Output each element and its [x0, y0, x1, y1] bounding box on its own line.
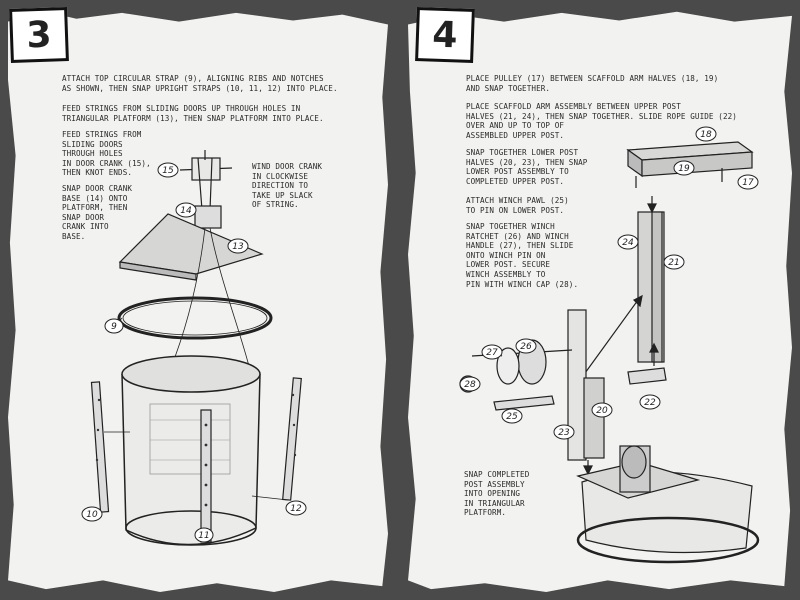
callout-14-circle: [175, 202, 197, 218]
callout-23: 23: [558, 428, 570, 438]
callout-10-circle: [81, 506, 103, 522]
callout-14: 14: [180, 206, 192, 216]
instruction-scaffold-arm: PLACE SCAFFOLD ARM ASSEMBLY BETWEEN UPPE…: [466, 102, 737, 140]
instruction-winch-ratchet: SNAP TOGETHER WINCH RATCHET (26) AND WIN…: [466, 222, 579, 289]
callout-10: 10: [86, 510, 98, 520]
callout-28: 28: [464, 380, 476, 390]
post-winch-illustration: 18 19 17 24 21 22 27 26 28 25 20 23: [459, 126, 760, 564]
callout-15: 15: [162, 166, 174, 176]
instruction-winch-pawl: ATTACH WINCH PAWL (25) TO PIN ON LOWER P…: [466, 196, 569, 215]
callout-22: 22: [644, 398, 656, 408]
instruction-lower-post: SNAP TOGETHER LOWER POST HALVES (20, 23)…: [466, 148, 588, 186]
callout-18: 18: [700, 130, 712, 140]
instruction-attach-strap: ATTACH TOP CIRCULAR STRAP (9), ALIGNING …: [62, 74, 338, 93]
callout-26: 26: [520, 342, 532, 352]
callout-25: 25: [506, 412, 518, 422]
callout-13-circle: [227, 238, 249, 254]
callout-9: 9: [111, 322, 117, 332]
callout-15-circle: [157, 162, 179, 178]
instruction-wind-crank: WIND DOOR CRANK IN CLOCKWISE DIRECTION T…: [252, 162, 323, 210]
instruction-feed-strings-crank: FEED STRINGS FROM SLIDING DOORS THROUGH …: [62, 130, 151, 178]
callout-12-circle: [285, 500, 307, 516]
instruction-snap-crank-base: SNAP DOOR CRANK BASE (14) ONTO PLATFORM,…: [62, 184, 133, 241]
callout-9-circle: [104, 318, 124, 334]
callout-27: 27: [486, 348, 498, 358]
callout-20: 20: [596, 406, 608, 416]
right-page: 4 PLACE PULLEY (17) BETWEEN SCAFFOLD ARM…: [402, 0, 800, 600]
callout-21: 21: [668, 258, 679, 268]
barrel-assembly-illustration: 15 14 13 9 10 11 12: [81, 150, 307, 546]
left-page: 3 ATTACH TOP CIRCULAR STRAP (9), ALIGNIN…: [0, 0, 398, 600]
instruction-snap-post-assembly: SNAP COMPLETED POST ASSEMBLY INTO OPENIN…: [464, 470, 530, 518]
callout-13: 13: [232, 242, 244, 252]
callout-19: 19: [678, 164, 690, 174]
callout-17: 17: [742, 178, 754, 188]
callout-11: 11: [198, 531, 209, 541]
callout-12: 12: [290, 504, 302, 514]
callout-24: 24: [622, 238, 634, 248]
callout-11-circle: [194, 527, 214, 543]
instruction-place-pulley: PLACE PULLEY (17) BETWEEN SCAFFOLD ARM H…: [466, 74, 719, 93]
instruction-feed-strings-platform: FEED STRINGS FROM SLIDING DOORS UP THROU…: [62, 104, 324, 123]
